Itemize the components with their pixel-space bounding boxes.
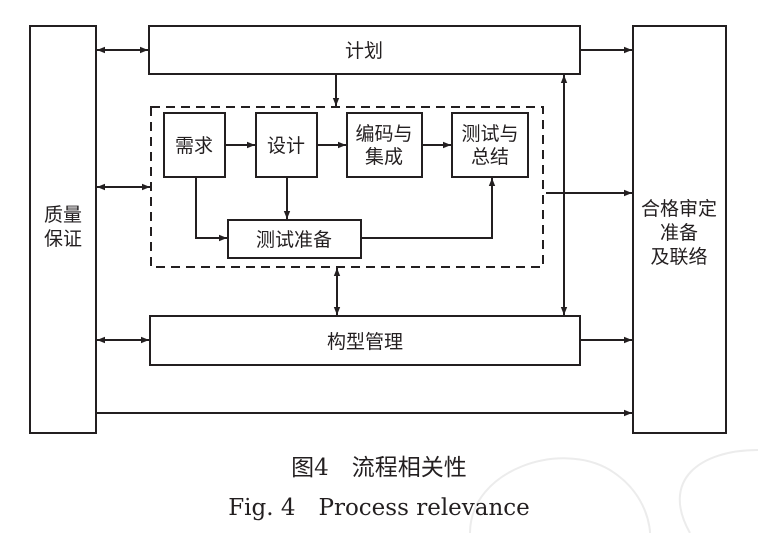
edge-test-prep-testing bbox=[361, 178, 496, 239]
node-qualification: 合格审定 准备 及联络 bbox=[632, 25, 727, 434]
qualification-label-line1: 合格审定 bbox=[641, 198, 717, 220]
coding-label-line2: 集成 bbox=[365, 146, 403, 168]
node-test-preparation: 测试准备 bbox=[227, 219, 362, 259]
process-group-boundary bbox=[150, 106, 544, 268]
quality-label-line1: 质量 bbox=[44, 204, 82, 226]
caption-en: Fig. 4 Process relevance bbox=[228, 495, 530, 521]
node-coding-integration: 编码与 集成 bbox=[346, 112, 423, 178]
caption-zh: 图4 流程相关性 bbox=[291, 455, 467, 481]
quality-label-line2: 保证 bbox=[44, 228, 82, 250]
node-plan: 计划 bbox=[148, 25, 581, 75]
testing-label-line1: 测试与 bbox=[461, 123, 518, 145]
node-design: 设计 bbox=[255, 112, 318, 178]
requirements-label: 需求 bbox=[175, 135, 213, 157]
edges bbox=[97, 46, 632, 417]
node-configuration-management: 构型管理 bbox=[149, 315, 581, 366]
qualification-label-line2: 准备 bbox=[660, 222, 698, 244]
test-prep-label: 测试准备 bbox=[256, 229, 332, 251]
config-label: 构型管理 bbox=[327, 331, 403, 353]
watermark bbox=[469, 449, 758, 533]
coding-label-line1: 编码与 bbox=[355, 123, 412, 145]
node-requirements: 需求 bbox=[163, 112, 226, 178]
design-label: 设计 bbox=[267, 135, 305, 157]
qualification-label-line3: 及联络 bbox=[650, 246, 707, 268]
plan-label: 计划 bbox=[345, 40, 383, 62]
node-testing-summary: 测试与 总结 bbox=[451, 112, 529, 178]
testing-label-line2: 总结 bbox=[471, 146, 509, 168]
edge-requirements-test-prep bbox=[195, 177, 227, 242]
node-quality-assurance: 质量 保证 bbox=[29, 25, 97, 434]
